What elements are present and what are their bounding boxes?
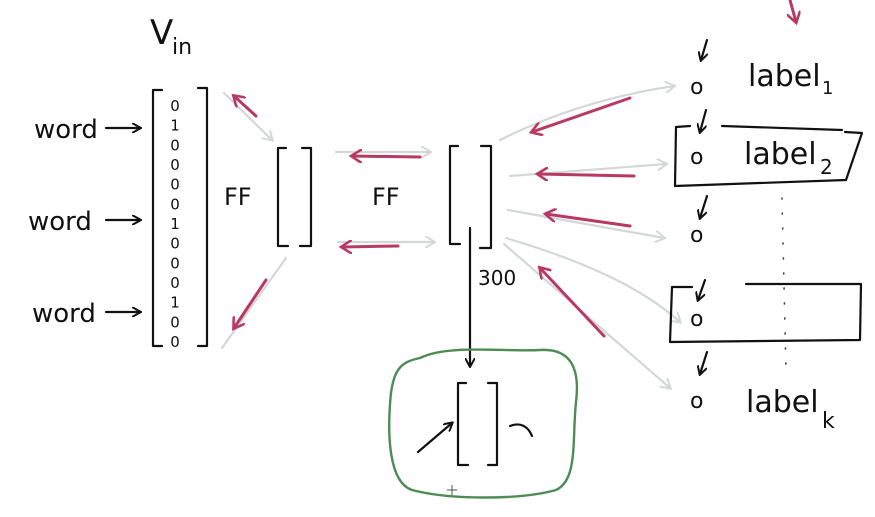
output-nodes: o o o o o — [690, 38, 709, 414]
output-node-3: o — [690, 194, 709, 248]
vector-digit: 0 — [170, 195, 180, 213]
word-label-2: word — [28, 207, 92, 237]
word-label-3: word — [32, 299, 96, 329]
svg-text:2: 2 — [820, 155, 833, 179]
svg-text:V: V — [150, 13, 173, 53]
svg-text:label: label — [744, 137, 817, 172]
embedding-box — [388, 348, 579, 499]
output-highlight-boxes — [668, 124, 864, 344]
ff-label-2: FF — [372, 183, 400, 211]
svg-text:o: o — [690, 223, 703, 248]
vector-digit: 0 — [170, 333, 180, 351]
vector-digit: 1 — [170, 215, 180, 233]
output-node-k: o — [690, 350, 709, 414]
vector-digit: 0 — [170, 274, 180, 292]
hidden-layer-2 — [448, 144, 493, 250]
label-k: label k — [746, 385, 835, 434]
vector-digit: 0 — [170, 313, 180, 331]
vector-digit: 0 — [170, 176, 180, 194]
svg-text:label: label — [746, 385, 819, 420]
hidden-layer-1 — [276, 146, 313, 248]
vector-digit: 1 — [170, 294, 180, 312]
vector-digit: 0 — [170, 136, 180, 154]
svg-text:in: in — [172, 35, 192, 60]
vector-digit: 0 — [170, 97, 180, 115]
label-2: label 2 — [744, 137, 833, 179]
svg-text:k: k — [822, 409, 835, 434]
vector-digit: 0 — [170, 254, 180, 272]
vector-digit: 0 — [170, 235, 180, 253]
output-node-1: o — [690, 38, 709, 100]
svg-text:o: o — [690, 75, 703, 100]
output-labels: label 1 label 2 label k — [744, 59, 835, 434]
label-1: label 1 — [748, 59, 833, 99]
output-node-4: o — [690, 278, 707, 332]
word-label-1: word — [34, 115, 98, 145]
vector-digit: 0 — [170, 156, 180, 174]
dimension-label: 300 — [478, 266, 516, 290]
ff-label-1: FF — [224, 183, 252, 211]
vin-title: V in — [150, 13, 192, 60]
backprop-arrows — [234, 0, 796, 338]
svg-text:label: label — [748, 59, 821, 94]
svg-text:o: o — [690, 145, 703, 170]
svg-text:o: o — [690, 307, 703, 332]
svg-text:1: 1 — [822, 78, 833, 99]
output-node-2: o — [690, 108, 708, 170]
input-words: word word word — [28, 115, 140, 329]
vector-digit: 1 — [170, 117, 180, 135]
svg-text:o: o — [690, 389, 703, 414]
